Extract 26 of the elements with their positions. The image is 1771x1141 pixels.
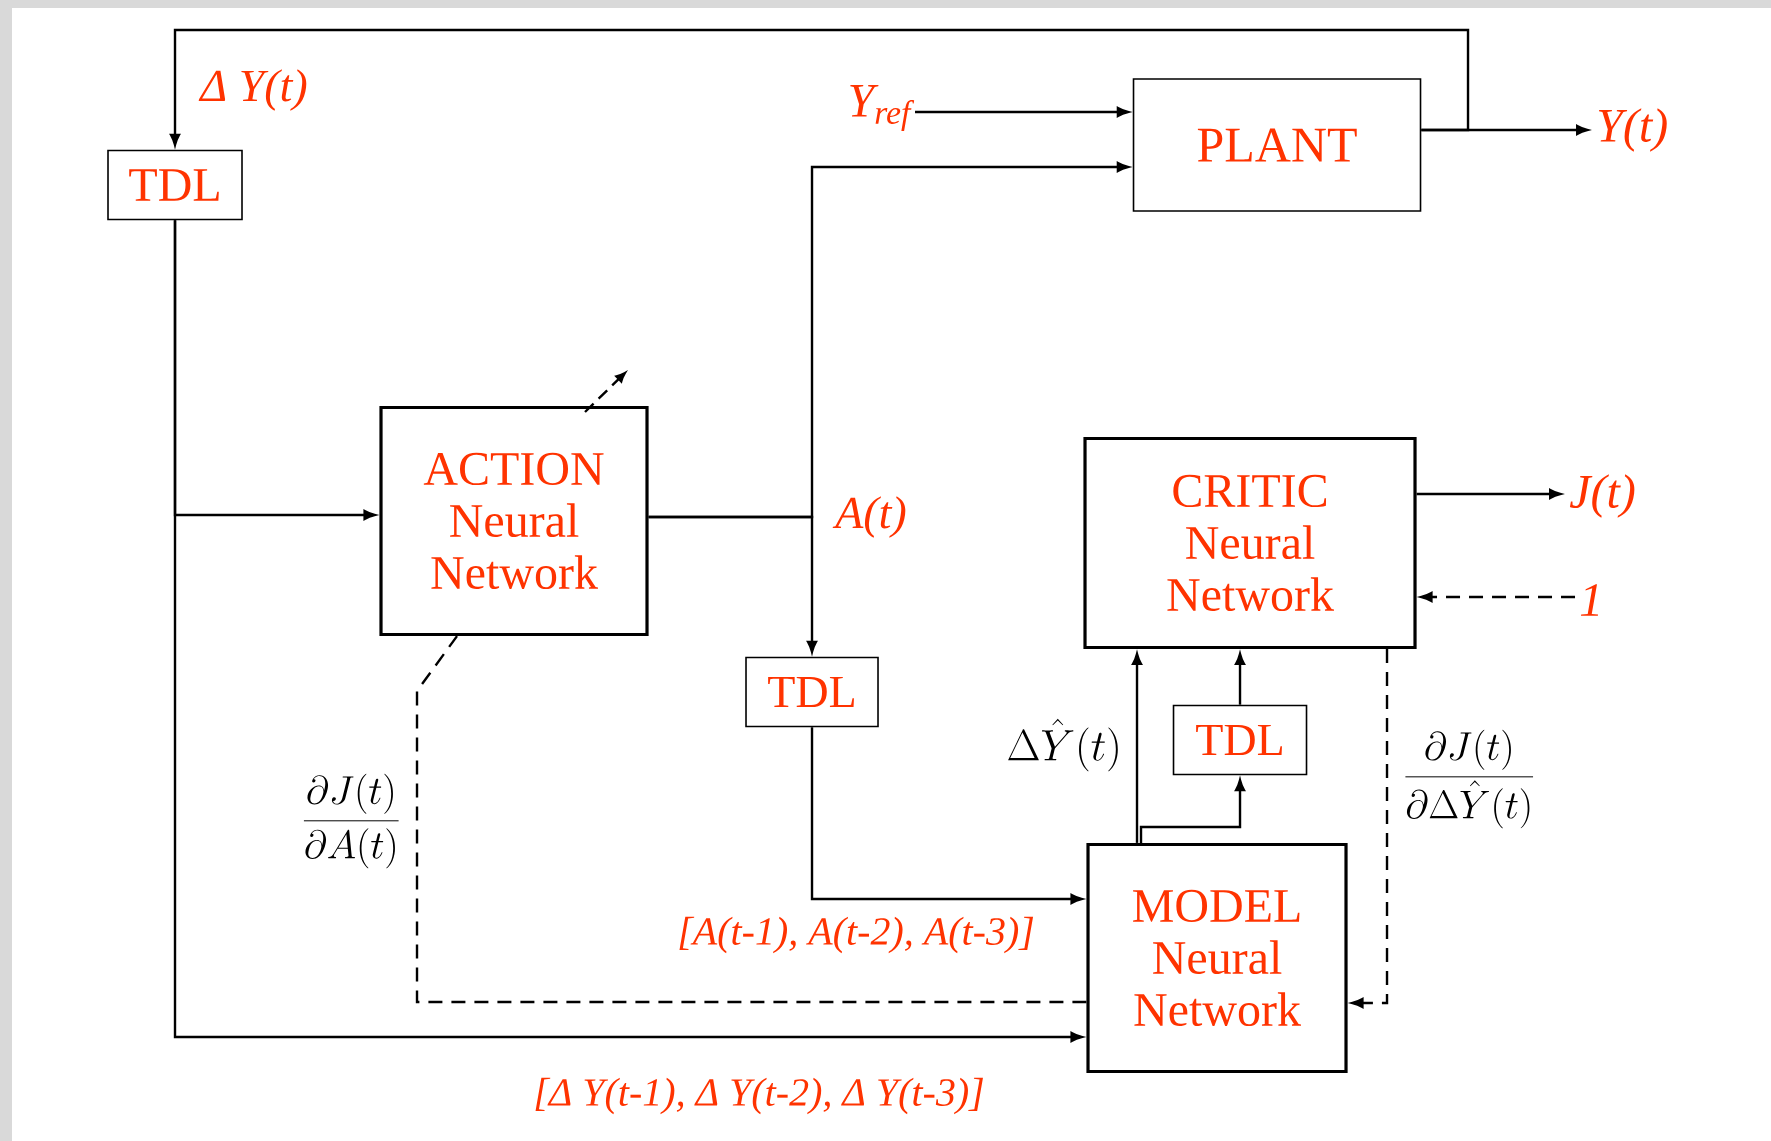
- signal-label: Δ Y(t): [198, 69, 307, 111]
- delay-box: TDL: [745, 656, 879, 728]
- arrow: [810, 727, 1083, 905]
- arrow: [1131, 652, 1143, 843]
- delay-box: TDL: [1172, 704, 1308, 776]
- signal-label: [A(t-1), A(t-2), A(t-3)]: [679, 916, 1034, 954]
- arrow: [1234, 652, 1246, 705]
- arrow: [1421, 124, 1589, 136]
- reference-label: Y$_{ref}$: [850, 85, 915, 131]
- network-box: CRITIC Neural Network: [1083, 436, 1417, 650]
- signal-label: A(t): [832, 496, 906, 538]
- delay-box: TDL: [107, 149, 243, 221]
- arrow: [1351, 649, 1389, 1009]
- network-box: ACTION Neural Network: [379, 405, 649, 637]
- network-box: MODEL Neural Network: [1086, 842, 1348, 1074]
- formula-label: $\frac{\partial J(t)}{\partial A(t)}$: [303, 773, 399, 869]
- input-label: 1: [1580, 584, 1599, 616]
- signal-label: [Δ Y(t-1), Δ Y(t-2), Δ Y(t-3)]: [535, 1077, 983, 1115]
- arrow: [1420, 591, 1575, 603]
- formula-label: $\Delta\hat{Y}(t)$: [1008, 718, 1118, 772]
- formula-label: $\frac{\partial J(t)}{\partial\Delta\hat{Y}(t)}$: [1405, 729, 1534, 829]
- output-label: J(t): [1569, 474, 1635, 518]
- output-label: Y(t): [1598, 108, 1667, 152]
- arrow: [173, 220, 1083, 1043]
- plant-box: PLANT: [1132, 78, 1422, 212]
- arrow: [1416, 488, 1562, 500]
